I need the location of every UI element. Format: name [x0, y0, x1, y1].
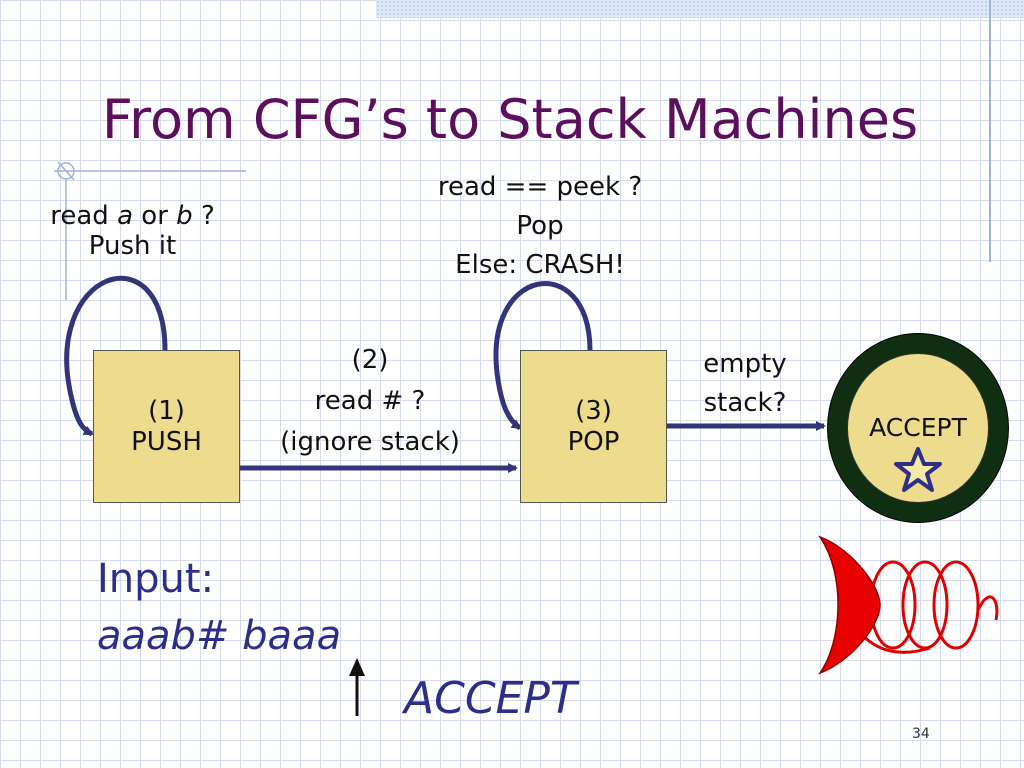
input-string: aaab# baaa [97, 613, 342, 659]
push-state-name: PUSH [131, 426, 202, 457]
star-icon [894, 447, 942, 492]
pop-state-name: POP [567, 426, 620, 457]
top-decor-band [376, 0, 1024, 18]
empty-stack-label: empty stack? [680, 345, 810, 423]
empty-stack-line1: empty [703, 349, 787, 379]
page-number: 34 [912, 726, 930, 742]
push-loop-line1: read a or b ? [20, 201, 245, 231]
pop-loop-line1: read == peek ? [437, 172, 643, 202]
pop-loop-arrow [493, 281, 593, 431]
push-state-number: (1) [148, 395, 185, 426]
up-arrow-icon [349, 658, 365, 716]
pop-loop-line3: Else: CRASH! [455, 250, 625, 280]
push-loop-line2: Push it [88, 231, 177, 261]
pop-state-number: (3) [575, 395, 612, 426]
pop-loop-label: read == peek ? Pop Else: CRASH! [400, 168, 680, 285]
slide-title: From CFG’s to Stack Machines [101, 88, 919, 151]
pop-state-box: (3) POP [520, 350, 667, 503]
accept-result: ACCEPT [404, 673, 577, 724]
bullet-icon [57, 161, 75, 181]
push-state-box: (1) PUSH [93, 350, 240, 503]
symbol-b: b [176, 201, 193, 231]
question-mark: ? [200, 201, 215, 231]
transition-2-line1: (2) [351, 345, 389, 375]
transition-2-line3: (ignore stack) [280, 427, 460, 457]
empty-stack-line2: stack? [703, 388, 787, 418]
accept-state-label: ACCEPT [869, 413, 967, 442]
read-word: read [50, 201, 109, 231]
push-loop-label: read a or b ? Push it [20, 201, 245, 261]
input-label: Input: [97, 556, 215, 602]
pop-loop-line2: Pop [516, 211, 564, 241]
rocket-icon [817, 535, 999, 675]
symbol-a: a [117, 201, 134, 231]
transition-2-label: (2) read # ? (ignore stack) [250, 340, 490, 463]
push-loop-arrow [64, 275, 168, 437]
transition-2-line2: read # ? [314, 386, 426, 416]
or-word: or [141, 201, 168, 231]
